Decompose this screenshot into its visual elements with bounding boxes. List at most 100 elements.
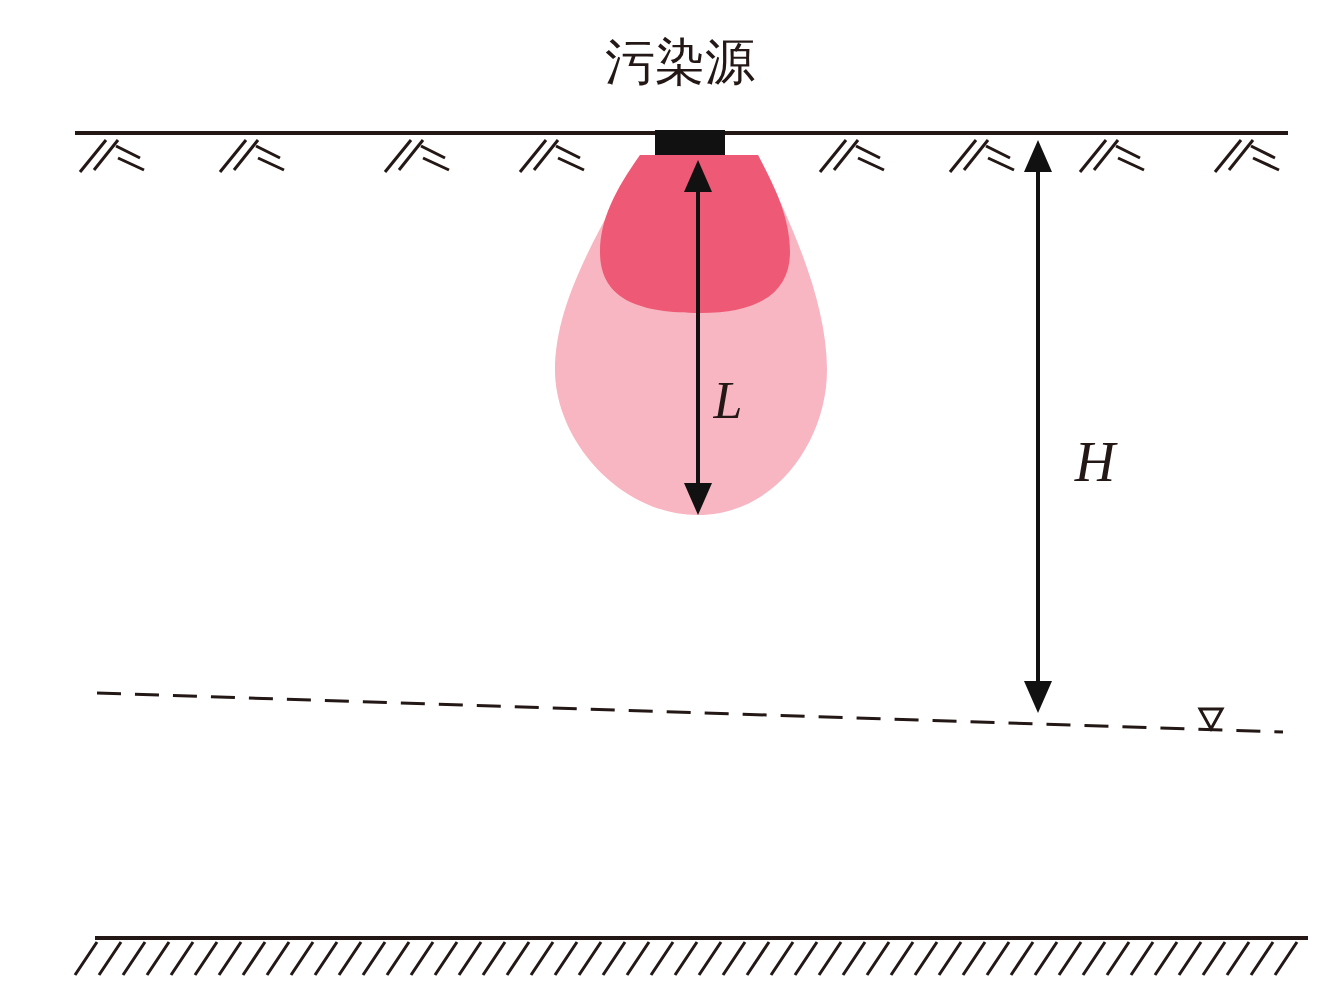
hatch-mark — [820, 140, 846, 172]
hatch-mark — [1227, 942, 1249, 975]
hatch-mark — [867, 942, 889, 975]
hatch-mark — [385, 140, 411, 172]
hatch-mark — [1253, 158, 1279, 170]
hatch-mark — [771, 942, 793, 975]
hatch-mark — [1179, 942, 1201, 975]
dimension-line — [1036, 165, 1040, 690]
hatch-mark — [795, 942, 817, 975]
hatch-mark — [116, 146, 140, 158]
hatch-mark — [243, 942, 265, 975]
hatch-mark — [339, 942, 361, 975]
hatch-mark — [534, 140, 558, 170]
hatch-mark — [220, 140, 246, 172]
hatch-mark — [556, 146, 580, 158]
hatch-mark — [1107, 942, 1129, 975]
hatch-mark — [988, 158, 1014, 170]
hatch-mark — [363, 942, 385, 975]
hatch-mark — [1215, 140, 1241, 172]
arrowhead — [1024, 140, 1052, 172]
plume-outer — [555, 155, 827, 515]
hatch-mark — [627, 942, 649, 975]
hatch-mark — [423, 158, 449, 170]
hatch-mark — [819, 942, 841, 975]
hatch-mark — [1229, 140, 1253, 170]
hatch-mark — [964, 140, 988, 170]
source-label: 污染源 — [605, 29, 755, 96]
hatch-mark — [411, 942, 433, 975]
hatch-mark — [195, 942, 217, 975]
hatch-mark — [1275, 942, 1297, 975]
hatch-mark — [315, 942, 337, 975]
hatch-mark — [147, 942, 169, 975]
dimension-label: H — [1075, 430, 1115, 494]
hatch-mark — [459, 942, 481, 975]
hatch-mark — [651, 942, 673, 975]
hatch-mark — [579, 942, 601, 975]
dimension-label: L — [714, 371, 743, 430]
hatch-mark — [256, 146, 280, 158]
hatch-mark — [118, 158, 144, 170]
hatch-mark — [267, 942, 289, 975]
plume-core — [600, 155, 790, 313]
hatch-mark — [963, 942, 985, 975]
hatch-mark — [555, 942, 577, 975]
aquifer-base — [95, 936, 1308, 940]
hatch-mark — [1251, 146, 1275, 158]
hatch-mark — [987, 942, 1009, 975]
arrowhead — [684, 483, 712, 515]
hatch-mark — [986, 146, 1010, 158]
arrowhead — [684, 160, 712, 192]
hatch-mark — [75, 942, 97, 975]
hatch-mark — [80, 140, 106, 172]
water-level-symbol — [1200, 709, 1222, 729]
hatch-mark — [258, 158, 284, 170]
hatch-mark — [1094, 140, 1118, 170]
hatch-mark — [1035, 942, 1057, 975]
hatch-mark — [1011, 942, 1033, 975]
hatch-mark — [856, 146, 880, 158]
hatch-mark — [1251, 942, 1273, 975]
hatch-mark — [558, 158, 584, 170]
water-table — [97, 693, 1283, 732]
hatch-mark — [387, 942, 409, 975]
hatch-mark — [399, 140, 423, 170]
hatch-mark — [94, 140, 118, 170]
hatch-mark — [723, 942, 745, 975]
hatch-mark — [1118, 158, 1144, 170]
hatch-mark — [435, 942, 457, 975]
dimension-line — [696, 185, 700, 490]
pollution-source — [655, 130, 725, 155]
hatch-mark — [1083, 942, 1105, 975]
hatch-mark — [234, 140, 258, 170]
hatch-mark — [421, 146, 445, 158]
hatch-mark — [1080, 140, 1106, 172]
hatch-mark — [834, 140, 858, 170]
hatch-mark — [1116, 146, 1140, 158]
hatch-mark — [699, 942, 721, 975]
base-hatch — [75, 942, 1297, 975]
hatch-mark — [950, 140, 976, 172]
dimension-l — [684, 160, 712, 515]
hatch-mark — [171, 942, 193, 975]
hatch-mark — [747, 942, 769, 975]
hatch-mark — [531, 942, 553, 975]
hatch-mark — [123, 942, 145, 975]
hatch-mark — [858, 158, 884, 170]
hatch-mark — [939, 942, 961, 975]
dimension-h — [1024, 140, 1052, 713]
hatch-mark — [99, 942, 121, 975]
arrowhead — [1024, 681, 1052, 713]
hatch-mark — [219, 942, 241, 975]
hatch-mark — [291, 942, 313, 975]
hatch-mark — [520, 140, 546, 172]
hatch-mark — [483, 942, 505, 975]
hatch-mark — [1131, 942, 1153, 975]
hatch-mark — [603, 942, 625, 975]
hatch-mark — [891, 942, 913, 975]
hatch-mark — [843, 942, 865, 975]
hatch-mark — [675, 942, 697, 975]
hatch-mark — [1155, 942, 1177, 975]
hatch-mark — [1059, 942, 1081, 975]
